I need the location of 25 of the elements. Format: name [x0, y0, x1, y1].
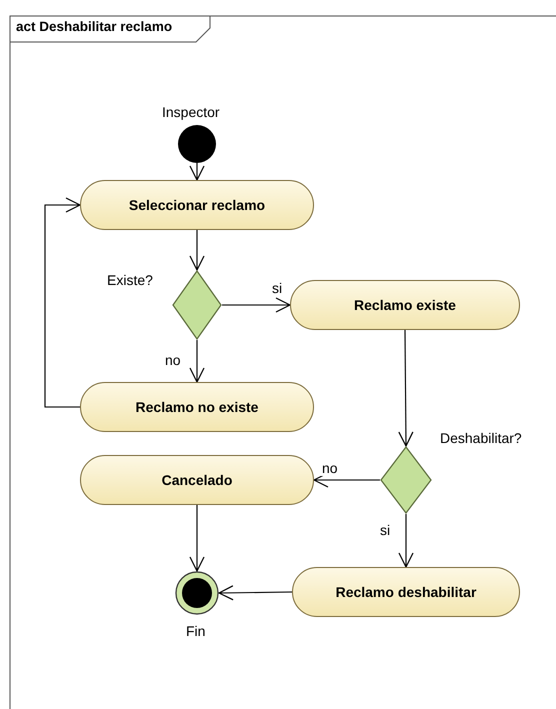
node-caption: Deshabilitar?	[440, 430, 522, 446]
action-box: Reclamo no existe	[80, 382, 314, 432]
frame-title: act Deshabilitar reclamo	[16, 19, 172, 34]
edge-label: si	[270, 280, 284, 296]
node-caption: Fin	[186, 623, 206, 639]
action-box: Reclamo existe	[290, 280, 520, 330]
initial-node	[178, 125, 216, 163]
edge-label: si	[378, 522, 392, 538]
action-box: Seleccionar reclamo	[80, 180, 314, 230]
node-caption: Existe?	[107, 272, 153, 288]
arrow	[222, 297, 291, 313]
arrow	[189, 230, 205, 271]
action-box: Cancelado	[80, 455, 314, 505]
arrow	[189, 505, 205, 572]
arrow	[44, 197, 81, 408]
decision-diamond	[380, 446, 432, 514]
arrow	[189, 163, 205, 181]
arrow	[189, 340, 205, 383]
final-node	[175, 571, 219, 615]
action-box: Reclamo deshabilitar	[292, 567, 520, 617]
arrow	[218, 585, 292, 600]
arrow	[398, 514, 414, 568]
decision-diamond	[172, 270, 222, 340]
arrow	[398, 330, 414, 447]
node-caption: Inspector	[162, 104, 220, 120]
